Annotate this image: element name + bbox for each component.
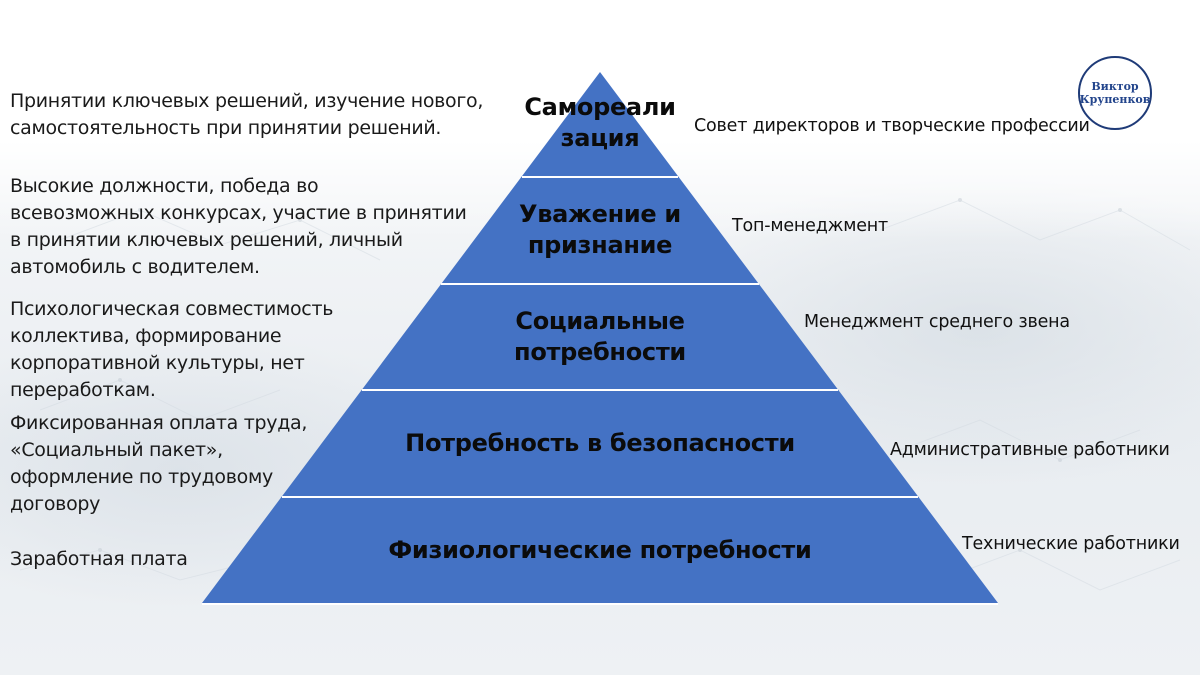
level-label-line: Уважение и	[519, 200, 681, 228]
text-line: Фиксированная оплата труда,	[10, 412, 308, 434]
level-label-line: зация	[560, 124, 640, 152]
text-line: корпоративной культуры, нет	[10, 352, 305, 374]
text-line: Принятии ключевых решений, изучение ново…	[10, 90, 484, 112]
level-label-line: Самореали	[524, 93, 676, 121]
text-line: «Социальный пакет»,	[10, 439, 223, 461]
employees-self-actualization: Совет директоров и творческие профессии	[694, 116, 1090, 136]
text-line: переработкам.	[10, 379, 156, 401]
level-social: Социальные потребности	[440, 306, 760, 368]
text-line: Заработная плата	[10, 548, 188, 570]
employees-safety: Административные работники	[890, 440, 1170, 460]
text-line: всевозможных конкурсах, участие в принят…	[10, 202, 467, 224]
text-line: договору	[10, 493, 101, 515]
level-label-line: потребности	[514, 338, 686, 366]
level-label-line: признание	[527, 231, 673, 259]
motivators-self-actualization: Принятии ключевых решений, изучение ново…	[10, 88, 483, 142]
level-label-line: Физиологические потребности	[388, 536, 812, 564]
text-line: Психологическая совместимость	[10, 298, 334, 320]
motivators-physiological: Заработная плата	[10, 546, 188, 573]
employees-technical: Технические работники	[962, 534, 1180, 554]
employees-esteem: Топ-менеджмент	[732, 216, 888, 236]
motivators-safety: Фиксированная оплата труда, «Социальный …	[10, 410, 307, 518]
logo-line: Виктор	[1091, 80, 1139, 93]
level-physiological: Физиологические потребности	[330, 535, 870, 566]
level-self-actualization: Самореали зация	[480, 92, 720, 154]
background-texture	[19, 198, 1191, 591]
text-line: Высокие должности, победа во	[10, 175, 319, 197]
level-label-line: Социальные	[515, 307, 685, 335]
level-esteem: Уважение и признание	[460, 199, 740, 261]
motivators-esteem: Высокие должности, победа во всевозможны…	[10, 173, 467, 281]
level-label-line: Потребность в безопасности	[405, 429, 795, 457]
text-line: оформление по трудовому	[10, 466, 273, 488]
motivators-social: Психологическая совместимость коллектива…	[10, 296, 333, 404]
text-line: самостоятельность при принятии решений.	[10, 117, 442, 139]
text-line: коллектива, формирование	[10, 325, 282, 347]
pyramid-shape	[202, 72, 998, 603]
employees-social: Менеджмент среднего звена	[804, 312, 1070, 332]
author-logo: Виктор Крупенков	[1078, 56, 1152, 130]
text-line: автомобиль с водителем.	[10, 256, 260, 278]
text-line: в принятии ключевых решений, личный	[10, 229, 403, 251]
level-safety: Потребность в безопасности	[360, 428, 840, 459]
logo-line: Крупенков	[1079, 93, 1151, 106]
